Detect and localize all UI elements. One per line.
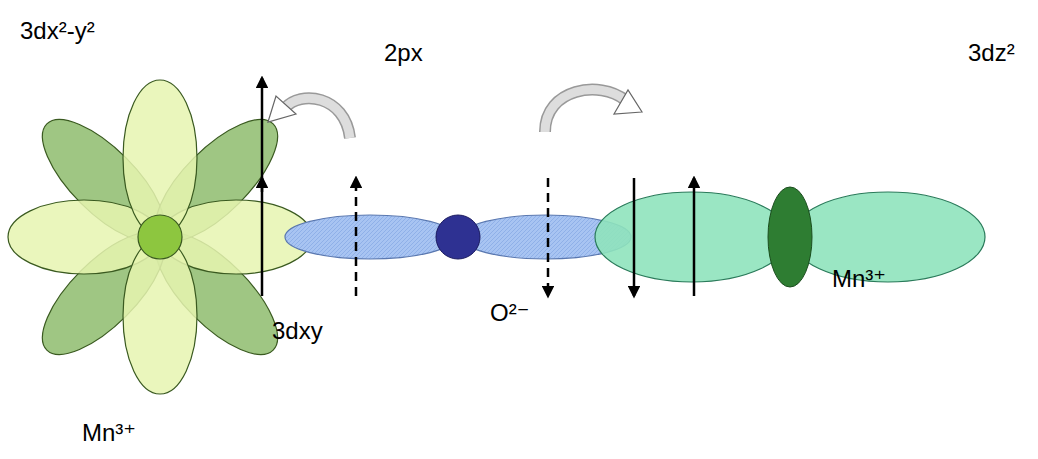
hopping-arrow (545, 90, 642, 132)
mn-nucleus (138, 215, 182, 259)
dz2-torus (768, 187, 812, 287)
ion-label: Mn³⁺ (82, 420, 136, 446)
orbital-label: 3dz² (968, 40, 1015, 66)
hopping-arrow (268, 96, 350, 138)
orbital-label: 2px (384, 40, 423, 66)
spin-arrows (262, 78, 694, 296)
ion-label: Mn³⁺ (832, 266, 886, 292)
orbital-label: 3dx²-y² (20, 18, 95, 44)
orbital-label: 3dxy (272, 318, 323, 344)
o-nucleus (436, 215, 480, 259)
o-2px-orbital (285, 215, 631, 259)
ion-label: O²⁻ (490, 300, 529, 326)
dx2y2-orbital (8, 80, 312, 394)
